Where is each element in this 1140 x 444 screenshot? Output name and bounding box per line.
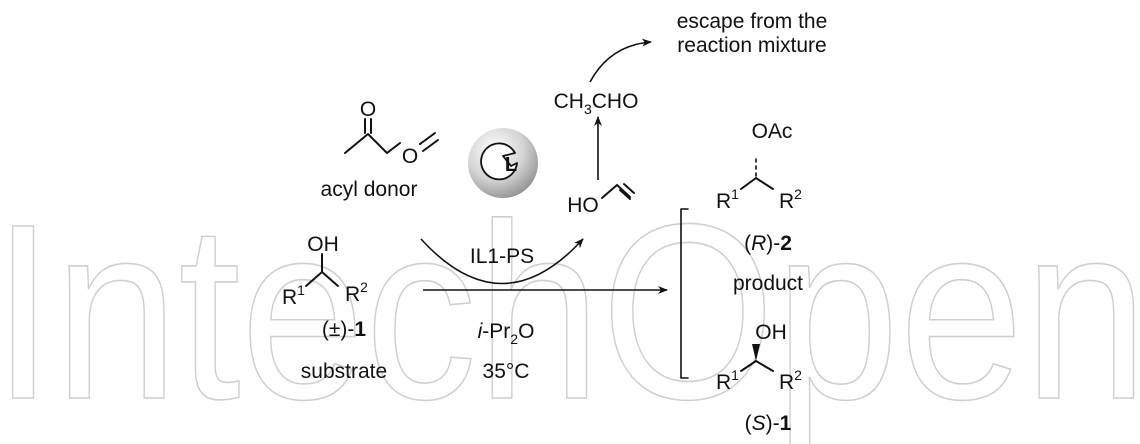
lipase-icon <box>480 142 518 181</box>
catalyst-label: IL1-PS <box>470 245 534 268</box>
wedge-bond <box>752 344 760 361</box>
acetaldehyde-formula: CH3CHO <box>554 90 639 117</box>
lipase-symbol: L <box>505 154 517 176</box>
products-bracket <box>680 208 689 379</box>
acyl-donor-structure: O O acyl donor <box>321 98 439 201</box>
carbonyl-oxygen: O <box>360 98 376 121</box>
product-s-r1: R1 <box>716 367 739 394</box>
ester-oxygen: O <box>402 145 418 168</box>
escape-note-line1: escape from the <box>677 10 828 33</box>
product-r-structure: OAc R1 R2 (R)-2 product <box>716 120 803 295</box>
product-r-compound-number: (R)-2 <box>744 232 792 255</box>
vinyl-alcohol-ho: HO <box>567 194 599 217</box>
product-s-r2: R2 <box>779 367 802 394</box>
substrate-r1: R1 <box>282 282 305 309</box>
product-r-r1: R1 <box>716 186 739 213</box>
acyl-donor-label: acyl donor <box>321 178 418 201</box>
substrate-label: substrate <box>301 360 387 383</box>
product-s-compound-number: (S)-1 <box>745 412 792 435</box>
curved-arrow-catalysis <box>420 238 584 285</box>
watermark-text: IntechOpen <box>0 172 1140 444</box>
vinyl-acetate-skeleton <box>344 133 401 154</box>
product-s-hydroxyl: OH <box>755 321 787 344</box>
product-r-r2: R2 <box>779 186 802 213</box>
substrate-hydroxyl: OH <box>307 233 339 256</box>
vinyl-alcohol-structure: HO <box>567 183 635 217</box>
temperature-label: 35°C <box>483 360 530 383</box>
substrate-r2: R2 <box>345 279 368 306</box>
substrate-structure: OH R1 R2 (±)-1 substrate <box>282 233 387 383</box>
vinyl-double-bond <box>422 139 439 152</box>
substrate-compound-number: (±)-1 <box>322 318 367 341</box>
product-s-structure: OH R1 R2 (S)-1 <box>716 321 802 435</box>
escape-note-line2: reaction mixture <box>677 34 826 57</box>
vinyl-bond <box>419 132 436 145</box>
product-label: product <box>733 272 803 295</box>
solvent-label: i-Pr2O <box>478 320 535 347</box>
product-r-acetoxy: OAc <box>752 120 793 143</box>
catalyst: L IL1-PS <box>468 128 538 268</box>
escape-arrow <box>589 38 652 83</box>
